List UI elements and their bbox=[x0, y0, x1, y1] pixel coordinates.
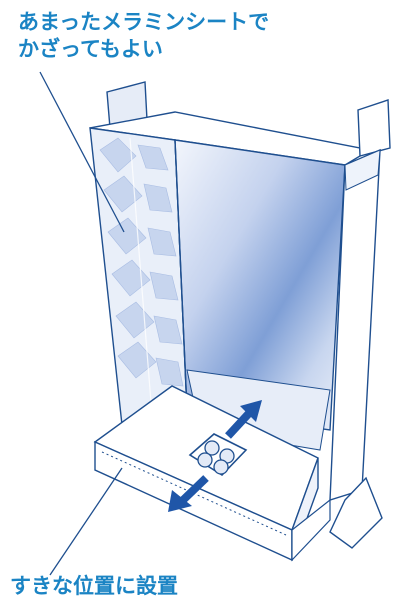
right-bottom-flap bbox=[329, 476, 383, 549]
leader-lines bbox=[39, 71, 125, 576]
placement-caption: すきな位置に設置 bbox=[10, 573, 178, 600]
right-top-flap bbox=[357, 99, 391, 157]
move-arrow-down-icon bbox=[168, 475, 209, 512]
melamine-caption-line2: かざってもよい bbox=[18, 36, 163, 61]
melamine-caption-line1: あまったメラミンシートで bbox=[18, 10, 270, 34]
mirror-panel bbox=[174, 139, 346, 431]
right-floor bbox=[291, 498, 331, 562]
control-puck-icon bbox=[188, 433, 248, 477]
melamine-caption: あまったメラミンシートで かざってもよい bbox=[18, 9, 269, 63]
move-arrow-up-icon bbox=[225, 400, 262, 439]
melamine-sheet-panel bbox=[89, 127, 188, 426]
placement-caption-text: すきな位置に設置 bbox=[10, 574, 178, 598]
